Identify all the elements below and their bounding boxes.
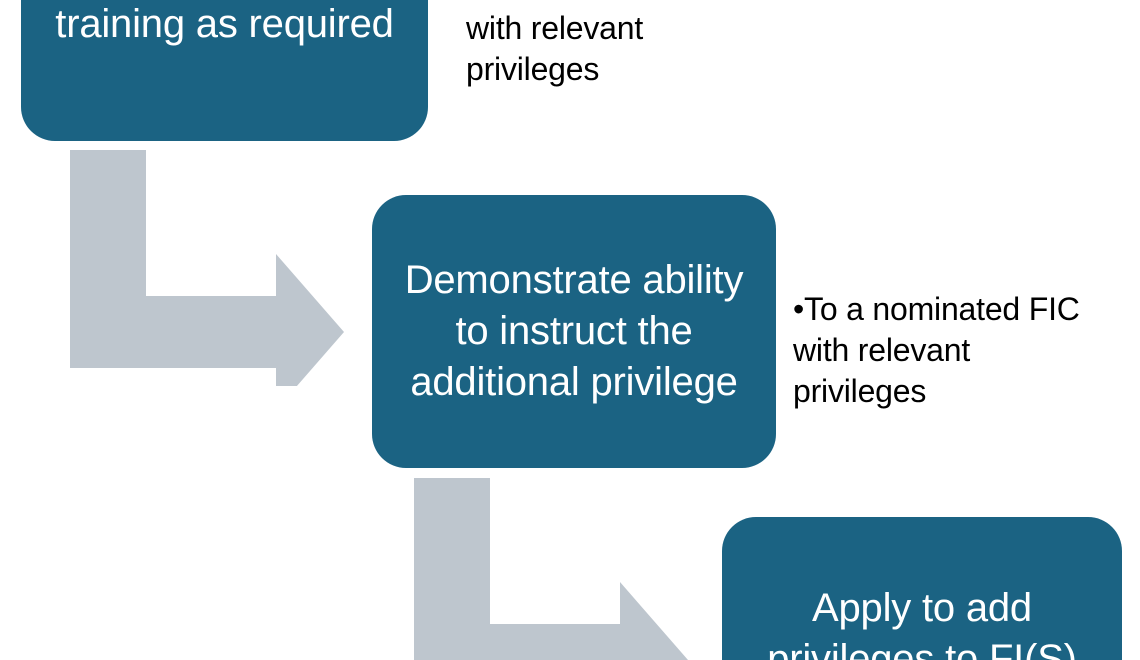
annotation-text-1-label: with relevant privileges [466,10,644,87]
process-box-step-1-label: training as required [55,2,394,46]
annotation-text-2: •To a nominated FIC with relevant privil… [793,248,1093,412]
process-box-step-3[interactable]: Apply to add privileges to FI(S) [722,517,1122,660]
annotation-text-2-label: To a nominated FIC with relevant privile… [793,291,1080,409]
arrow-shape [414,478,688,660]
elbow-arrow-step1-to-step2 [70,150,344,386]
process-box-step-2-label: Demonstrate ability to instruct the addi… [404,258,744,404]
elbow-arrow-step2-to-step3 [414,478,688,660]
annotation-text-1: with relevant privileges [466,0,786,90]
bullet-icon: • [793,291,805,327]
arrow-shape [70,150,344,386]
process-box-step-3-label: Apply to add privileges to FI(S) [767,585,1077,660]
process-box-step-2[interactable]: Demonstrate ability to instruct the addi… [372,195,776,468]
process-box-step-1[interactable]: training as required [21,0,428,141]
